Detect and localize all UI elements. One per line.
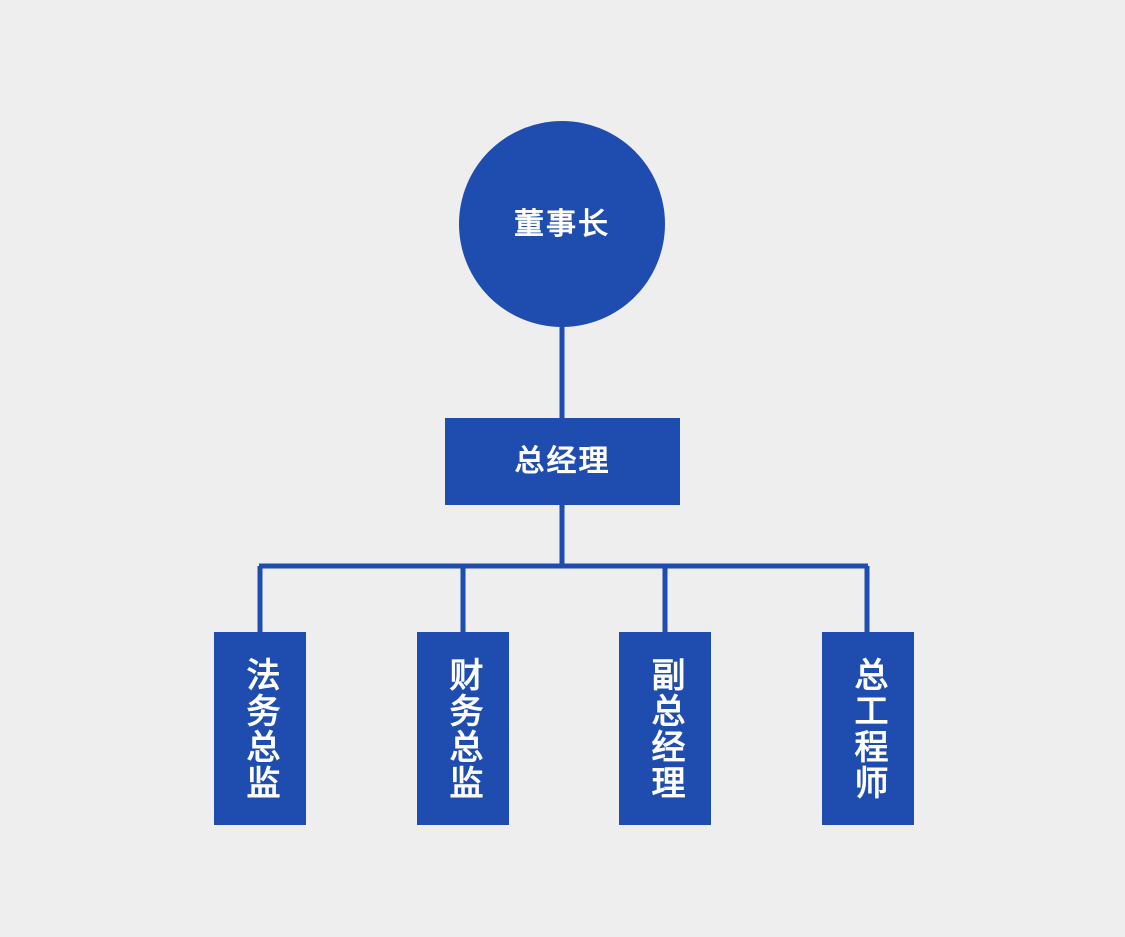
org-node-deputy-general-manager-label: 副总经理 [646, 656, 685, 801]
org-node-chairman-label: 董事长 [514, 207, 610, 241]
org-node-finance-director[interactable]: 财务总监 [417, 632, 509, 825]
org-node-deputy-general-manager[interactable]: 副总经理 [619, 632, 711, 825]
org-node-chief-engineer-label: 总工程师 [849, 656, 888, 801]
org-node-general-manager-label: 总经理 [514, 445, 611, 478]
org-node-legal-director[interactable]: 法务总监 [214, 632, 306, 825]
org-node-legal-director-label: 法务总监 [241, 656, 280, 801]
org-node-chairman[interactable]: 董事长 [459, 121, 665, 327]
org-node-general-manager[interactable]: 总经理 [445, 418, 680, 505]
org-node-finance-director-label: 财务总监 [444, 656, 483, 801]
org-node-chief-engineer[interactable]: 总工程师 [822, 632, 914, 825]
